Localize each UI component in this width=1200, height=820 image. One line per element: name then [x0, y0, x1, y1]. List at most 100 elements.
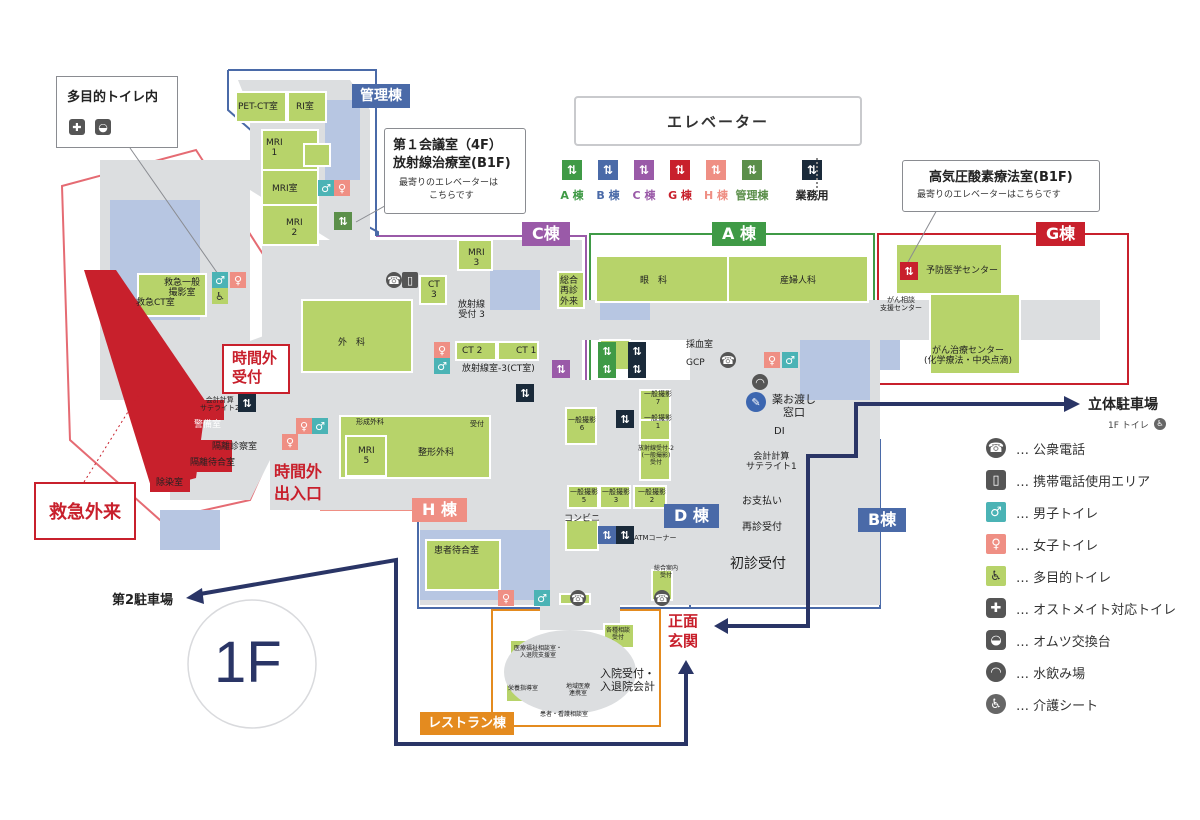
- conference-callout-note2: こちらです: [429, 191, 474, 201]
- route-multi-storey: [726, 402, 1066, 628]
- room-info: 総合案内 受付: [654, 565, 679, 579]
- room-mri: MRI室: [272, 184, 298, 194]
- a-elevator-icon: ⇅: [598, 342, 616, 360]
- after-hours-entrance-line1: 時間外: [274, 462, 323, 481]
- elevator-key-label: 業務用: [795, 189, 829, 202]
- legend-label: … 女子トイレ: [1016, 538, 1099, 554]
- elevator-key-label: A 棟: [560, 189, 584, 202]
- floor-badge-circle: [187, 599, 317, 729]
- hyperbaric-callout-title: 高気圧酸素療法室(B1F): [929, 170, 1073, 185]
- room-ri: RI室: [296, 102, 314, 112]
- room-mri1: MRI 1: [266, 138, 283, 159]
- room-reception: 受付: [470, 420, 484, 428]
- room-general-photo2: 一般撮影 2: [638, 488, 666, 505]
- room-payment: お支払い: [742, 496, 782, 507]
- elevator-key-title: エレベーター: [666, 112, 769, 131]
- room-general-rehab: 総合 再診 外来: [560, 276, 579, 307]
- room-pet-ct: PET-CT室: [238, 102, 278, 112]
- womens-toilet-icon: ♀: [334, 180, 350, 196]
- route-main-up-arrow: [678, 660, 694, 674]
- elevator-key-item: ⇅G 棟: [660, 160, 700, 203]
- restaurant-block: [504, 630, 636, 714]
- mens-toilet-icon: ♂: [534, 590, 550, 606]
- room-disinfection: 除染室: [156, 478, 184, 488]
- room-orthopedics: 整形外科: [418, 448, 455, 458]
- room-cancer-support: がん相談 支援センター: [880, 296, 922, 313]
- elevator-icon: ⇅: [634, 160, 654, 180]
- conference-callout-note1: 最寄りのエレベーターは: [399, 178, 499, 188]
- g-building-tag: G棟: [1036, 222, 1086, 246]
- kanri-outline-top: [228, 69, 377, 236]
- emergency-label: 救急外来: [49, 502, 121, 523]
- mens-toilet-icon: ♂: [782, 352, 798, 368]
- service-elevator-icon: ⇅: [628, 342, 646, 360]
- isolation-block: [182, 440, 232, 472]
- room-isolation-exam: 隔離診察室: [212, 442, 258, 452]
- womens-toilet-icon: ♀: [282, 434, 298, 450]
- womens-toilet-icon: ♀: [764, 352, 780, 368]
- elevator-key-item: ⇅管理棟: [732, 160, 772, 203]
- mens-toilet-icon: ♂: [212, 272, 228, 288]
- elevator-key-item: ⇅業務用: [792, 160, 832, 203]
- route-multi-storey-arrow: [1064, 396, 1080, 412]
- legend-row: ♿… 介護シート: [986, 692, 1098, 716]
- room-preventive: 予防医学センター: [926, 266, 999, 276]
- d-building-tag: D 棟: [664, 504, 719, 528]
- room-mri3: MRI 3: [468, 248, 485, 269]
- main-entrance-line2: 玄関: [668, 632, 699, 650]
- service-elevator-icon: ⇅: [238, 394, 256, 412]
- mens-toilet-icon: ♂: [318, 180, 334, 196]
- elevator-key-item: ⇅C 棟: [624, 160, 664, 203]
- legend-label: … オストメイト対応トイレ: [1016, 602, 1177, 618]
- room-general-photo5: 一般撮影 5: [570, 488, 598, 505]
- room-dept-consult: 各種相談 受付: [606, 627, 631, 641]
- disinfection-block: [150, 468, 190, 492]
- room-ct1: CT 1: [516, 346, 537, 356]
- room-mri2: MRI 2: [286, 218, 303, 239]
- room-emergency-xray: 救急一般 撮影室: [164, 278, 201, 299]
- conference-callout-line2: 放射線治療室(B1F): [393, 156, 511, 171]
- public-phone-icon: ☎: [986, 438, 1006, 458]
- womens-toilet-icon: ♀: [498, 590, 514, 606]
- room-ct2: CT 2: [462, 346, 483, 356]
- legend-row: ♀ … 女子トイレ: [986, 532, 1098, 556]
- a-elevator-icon: ⇅: [598, 360, 616, 378]
- room-isolation-wait: 隔離待合室: [190, 458, 236, 468]
- elevator-key-label: H 棟: [703, 189, 729, 202]
- elevator-key-divider: [816, 158, 818, 200]
- ostomate-toilet-icon: ✚: [986, 598, 1006, 618]
- legend-row: ◠… 水飲み場: [986, 660, 1085, 684]
- legend-label: … オムツ交換台: [1016, 634, 1111, 650]
- elevator-icon: ⇅: [742, 160, 762, 180]
- elevator-key-item: ⇅H 棟: [696, 160, 736, 203]
- room-pharmacy: 薬お渡し 窓口: [772, 393, 816, 419]
- legend-label: … 水飲み場: [1016, 666, 1086, 682]
- after-hours-reception-line2: 受付: [232, 368, 263, 386]
- callout-line-hyperbaric: [907, 207, 939, 263]
- public-phone-icon: ☎: [386, 272, 402, 288]
- room-admission: 入院受付・ 入退院会計: [600, 667, 655, 693]
- route-main-arrow: [714, 618, 728, 634]
- room-radiation3: 放射線 受付 3: [458, 300, 486, 321]
- c-elevator-icon: ⇅: [552, 360, 570, 378]
- second-parking-label: 第2駐車場: [112, 593, 174, 608]
- womens-toilet-icon: ♀: [230, 272, 246, 288]
- room-consult: 患者・看護相談室: [540, 711, 589, 718]
- restaurant-building-tag: レストラン棟: [420, 712, 515, 735]
- womens-toilet-icon: ♀: [986, 534, 1006, 554]
- hyperbaric-callout: 高気圧酸素療法室(B1F) 最寄りのエレベーターはこちらです: [902, 160, 1100, 212]
- care-sheet-icon: ♿: [986, 694, 1006, 714]
- b-building-tag: B棟: [858, 508, 907, 532]
- conference-callout-line1: 第１会議室（4F）: [393, 138, 502, 153]
- elevator-key-label: B 棟: [596, 189, 620, 202]
- room-accounting-sat2: 会計計算 サテライト2: [200, 396, 240, 413]
- room-general-photo1: 一般撮影 1: [644, 414, 672, 431]
- multi-storey-parking-note: 1F トイレ: [1108, 421, 1149, 431]
- public-phone-icon: ☎: [720, 352, 736, 368]
- room-general-photo6: 一般撮影 6: [568, 416, 596, 433]
- kanri-elevator-icon: ⇅: [334, 212, 352, 230]
- toilet-callout: 多目的トイレ内 ✚ ◒: [56, 76, 178, 148]
- service-elevator-icon: ⇅: [616, 526, 634, 544]
- room-ct3: CT 3: [428, 280, 440, 301]
- legend-row: ♂… 男子トイレ: [986, 500, 1098, 524]
